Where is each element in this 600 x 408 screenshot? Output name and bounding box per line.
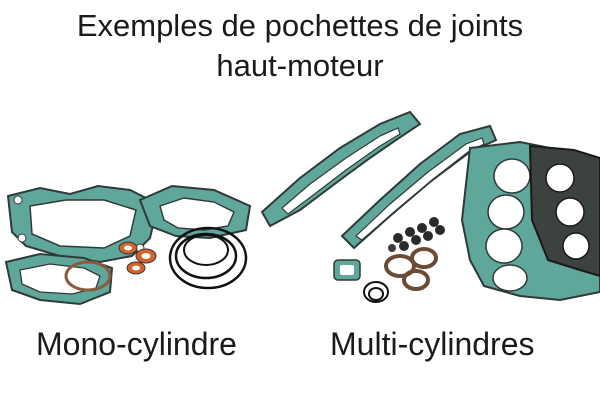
multi-cylinder-kit — [260, 110, 600, 303]
brown-ring-3 — [402, 269, 430, 291]
caption-multi-cylinder: Multi-cylindres — [330, 326, 535, 362]
brown-ring-2 — [410, 247, 438, 269]
o-ring-small — [183, 234, 229, 266]
o-ring-multi-1 — [363, 281, 389, 303]
caption-mono-cylinder: Mono-cylindre — [36, 326, 237, 362]
copper-ring — [64, 260, 112, 292]
title-line-2: haut-moteur — [216, 48, 384, 83]
o-ring-large — [168, 226, 248, 290]
valve-stem-seals — [388, 217, 445, 252]
title-line-1: Exemples de pochettes de joints — [76, 8, 524, 43]
o-ring-multi-2 — [368, 287, 384, 301]
brown-ring-1 — [384, 254, 416, 278]
mono-cylinder-kit — [4, 184, 252, 306]
